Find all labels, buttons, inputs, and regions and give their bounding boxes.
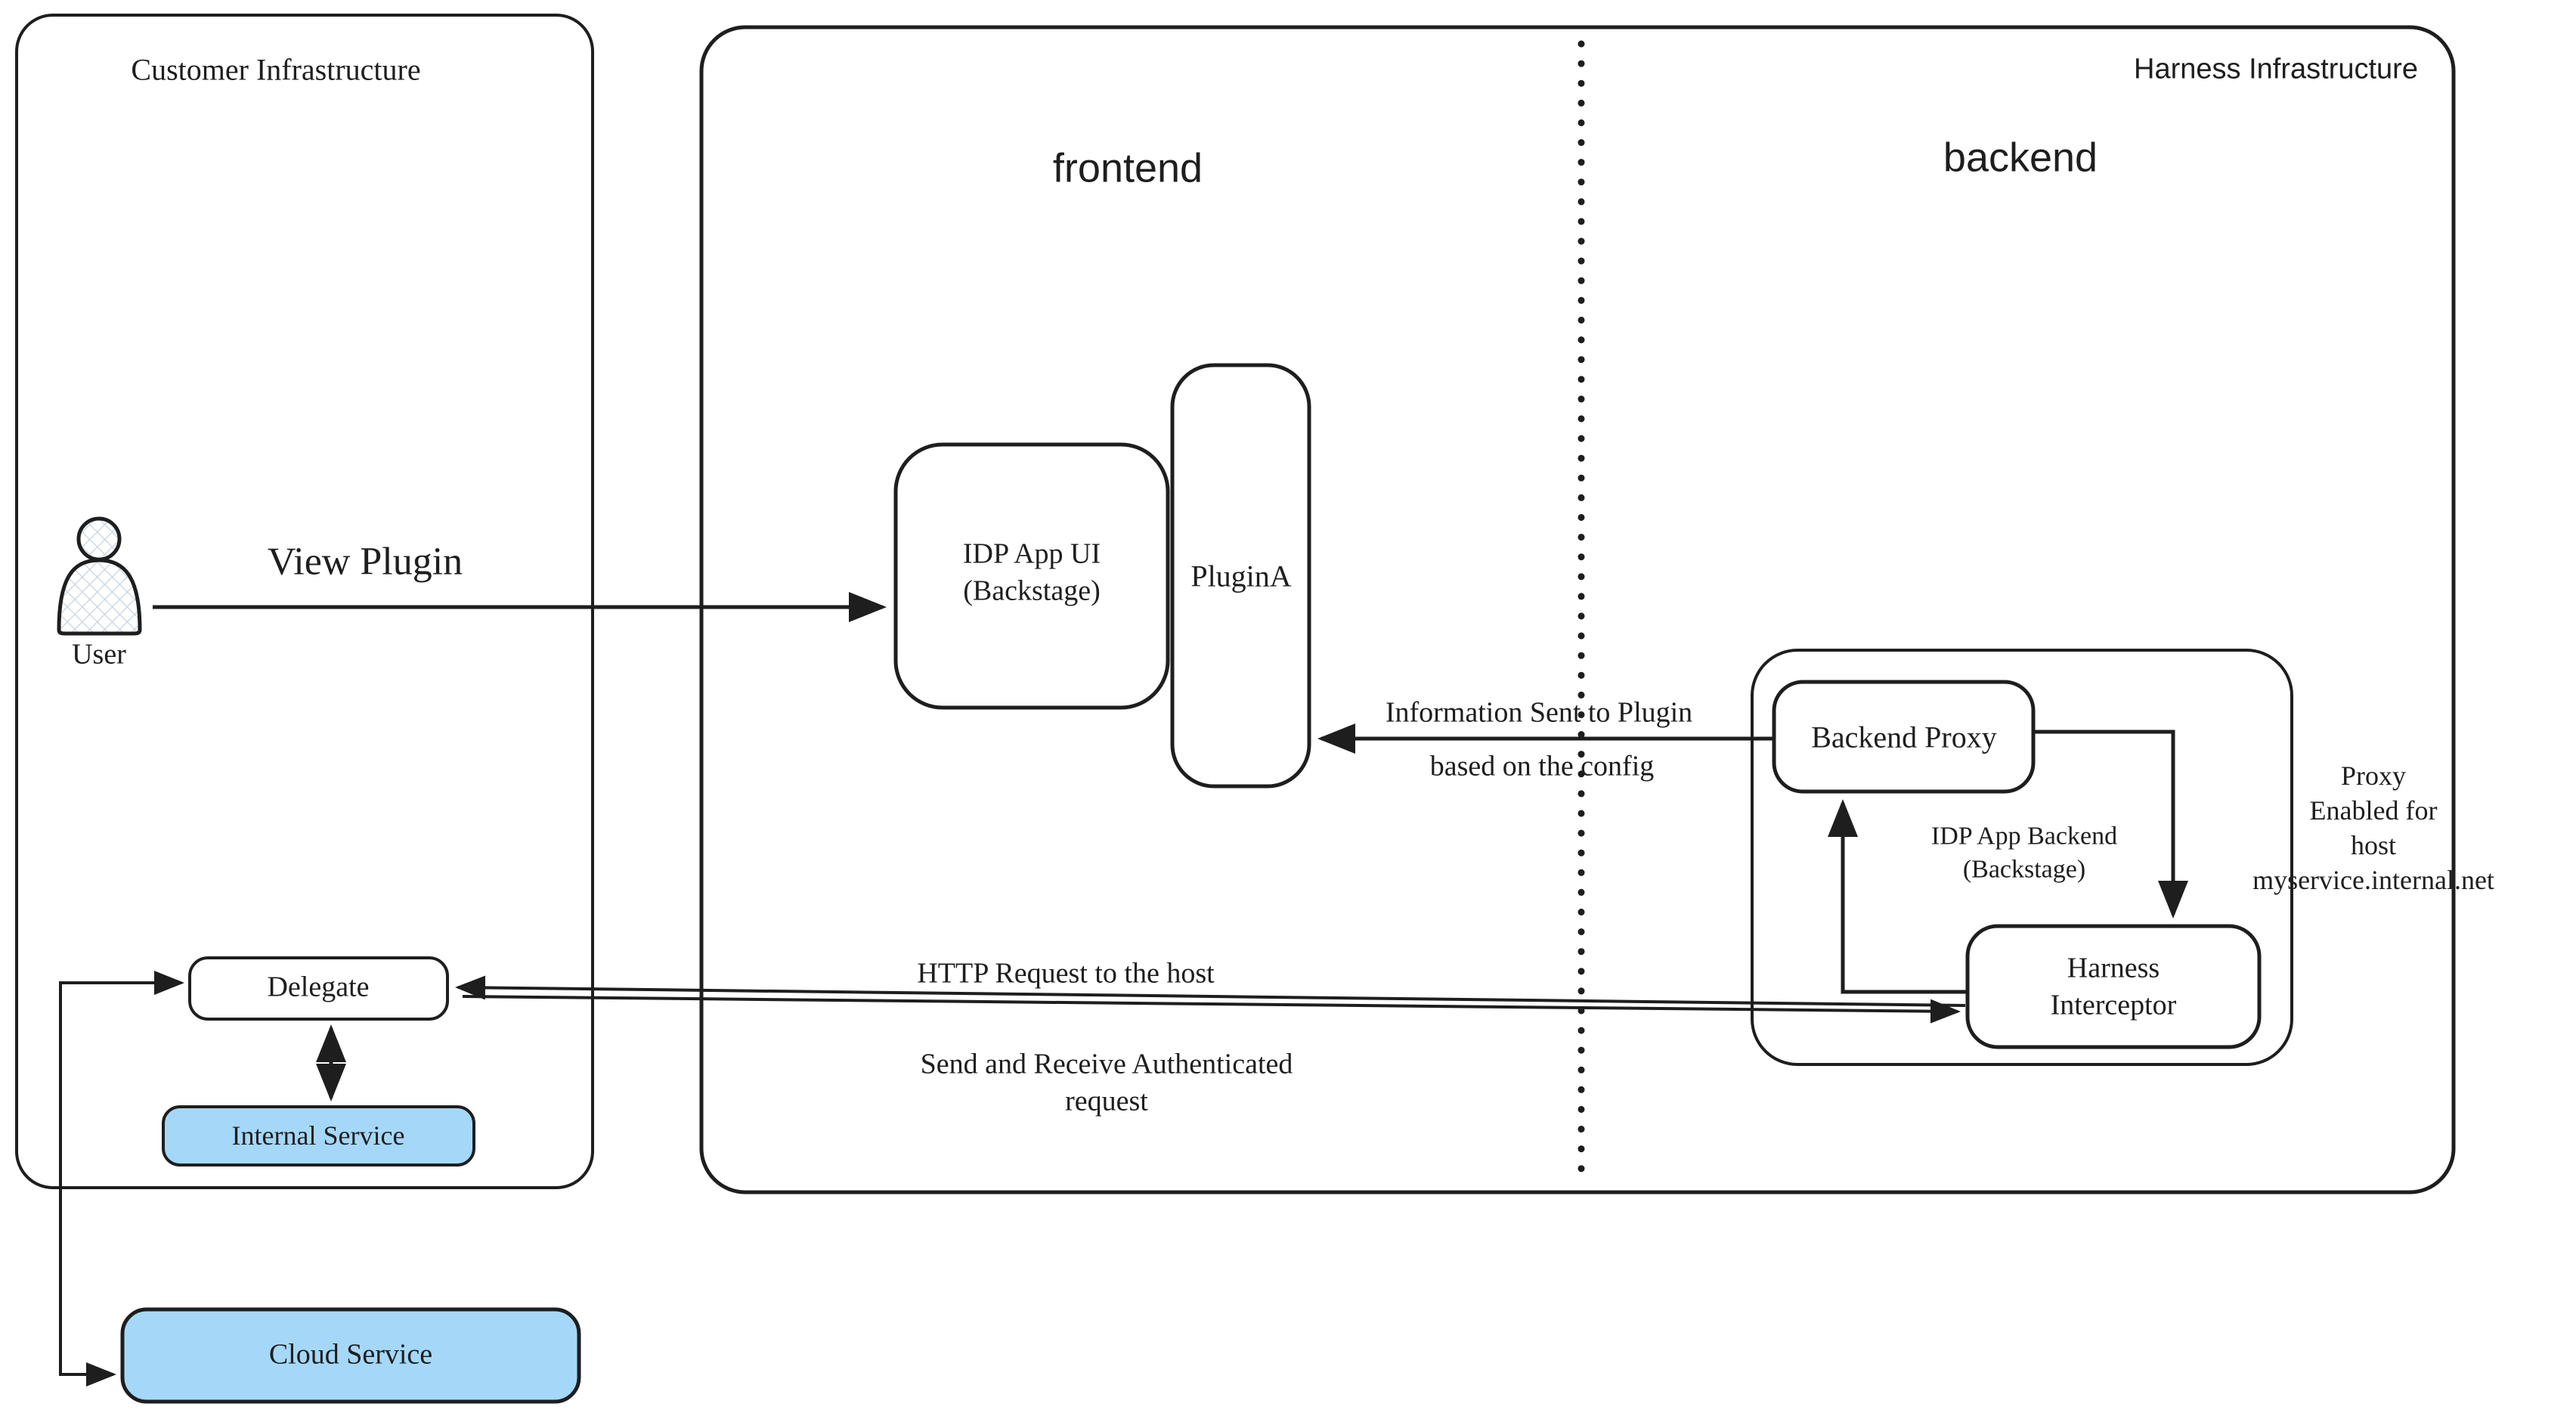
interceptor-to-backend-proxy-arrow xyxy=(1828,799,1968,994)
harness-interceptor-box xyxy=(1965,924,2262,1049)
backend-proxy-box xyxy=(1772,680,2036,794)
delegate-box xyxy=(188,956,449,1021)
user-icon xyxy=(57,516,142,636)
cloud-service-elbow-arrow xyxy=(59,998,116,1387)
http-request-arrow-to-delegate xyxy=(455,975,1966,1007)
idp-app-ui-box xyxy=(893,442,1170,710)
plugin-a-box xyxy=(1170,363,1311,789)
customer-infrastructure-box xyxy=(15,14,594,1189)
cloud-service-box xyxy=(120,1307,581,1404)
backend-proxy-to-interceptor-arrow xyxy=(2033,730,2188,919)
internal-service-box xyxy=(162,1105,475,1167)
http-request-arrow-to-interceptor xyxy=(462,995,1961,1024)
harness-infrastructure-box xyxy=(699,25,2456,1194)
